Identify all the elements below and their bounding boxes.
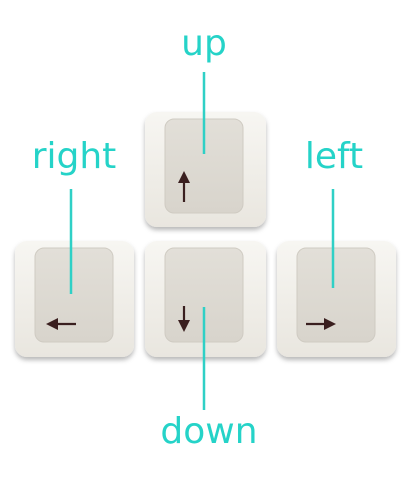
up-key [145, 112, 266, 227]
right-arrow-key [277, 241, 396, 357]
label-up: up [181, 23, 227, 64]
arrow-right-icon [306, 318, 336, 330]
label-left: left [304, 136, 364, 177]
arrow-left-icon [46, 318, 76, 330]
label-down: down [160, 411, 258, 452]
left-arrow-key [15, 241, 134, 357]
down-key [145, 241, 266, 357]
label-right: right [31, 136, 117, 177]
arrow-down-icon [178, 306, 190, 332]
arrow-up-icon [178, 171, 190, 202]
